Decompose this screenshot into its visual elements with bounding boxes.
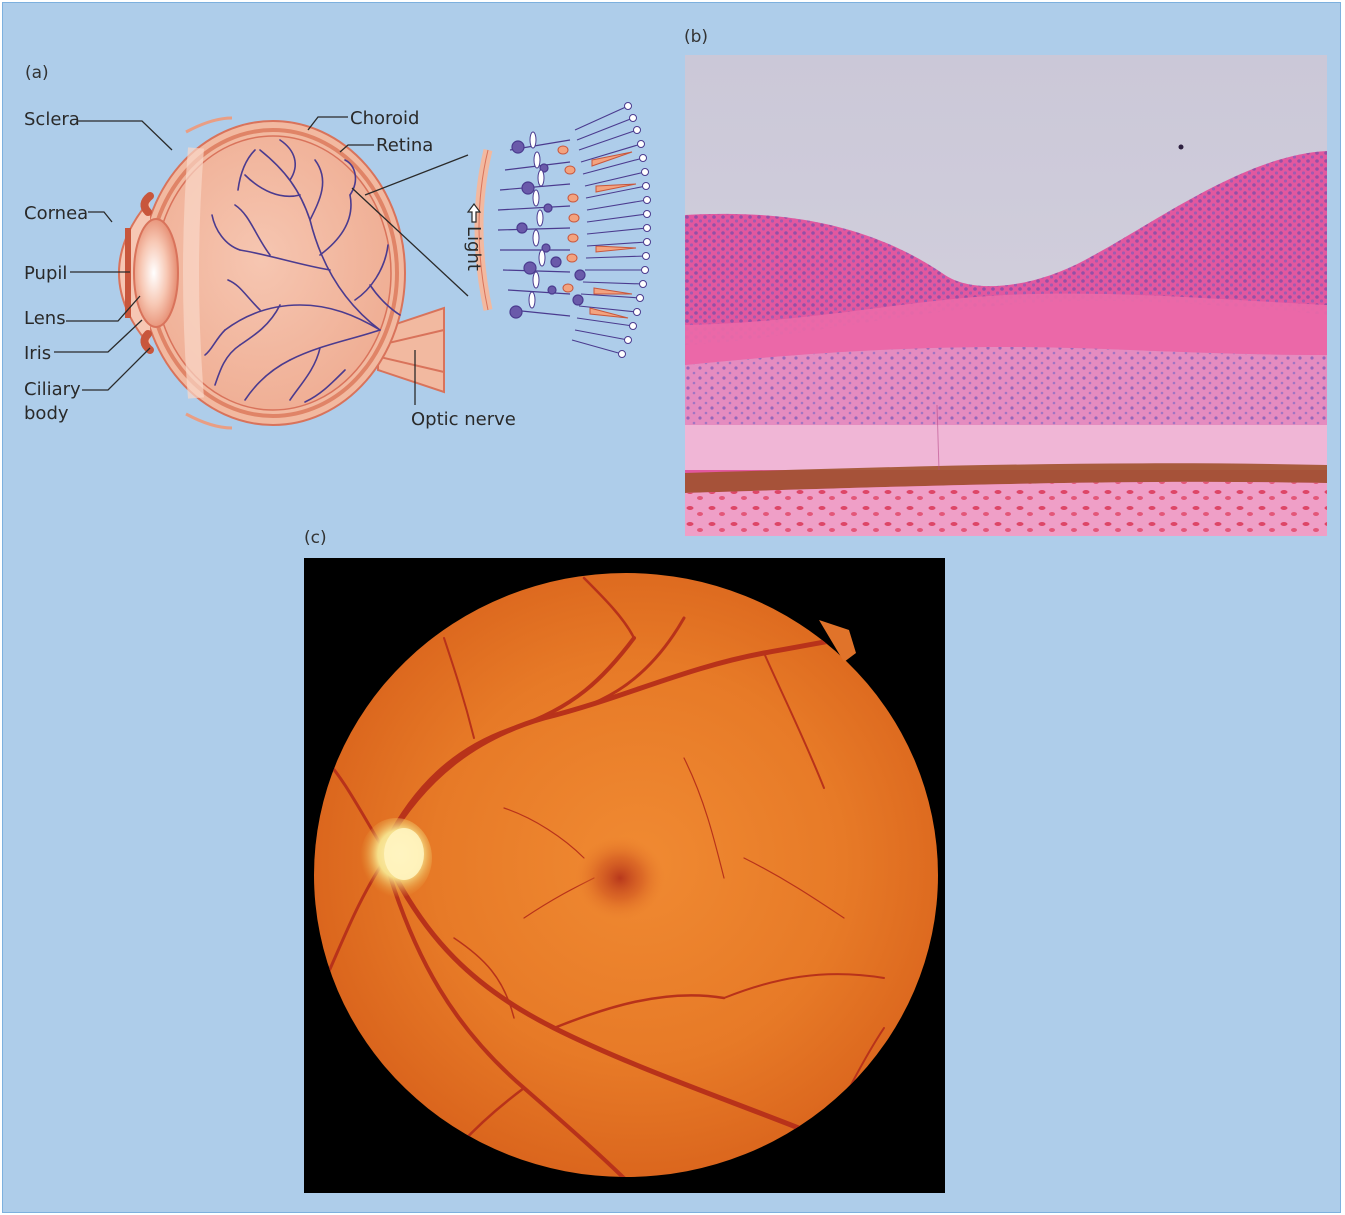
label-cornea: Cornea: [24, 203, 88, 224]
macula: [575, 836, 665, 920]
label-iris: Iris: [24, 343, 51, 364]
label-optic-nerve: Optic nerve: [411, 409, 516, 430]
label-sclera: Sclera: [24, 109, 80, 130]
lens-shape: [134, 219, 178, 327]
label-pupil: Pupil: [24, 263, 67, 284]
eye-diagram: Sclera Choroid Retina Cornea Pupil Lens …: [0, 0, 680, 520]
label-lens: Lens: [24, 308, 66, 329]
fundus-photo: [304, 558, 945, 1193]
panel-label-c: (c): [304, 528, 327, 548]
retina-layer-inset: [468, 103, 651, 358]
histology-image: [685, 55, 1327, 536]
label-retina: Retina: [376, 135, 433, 156]
panel-label-b: (b): [684, 27, 708, 47]
label-ciliary: Ciliary: [24, 379, 81, 400]
label-choroid: Choroid: [350, 108, 419, 129]
label-light: Light: [463, 226, 484, 271]
label-ciliary-body: body: [24, 403, 69, 424]
